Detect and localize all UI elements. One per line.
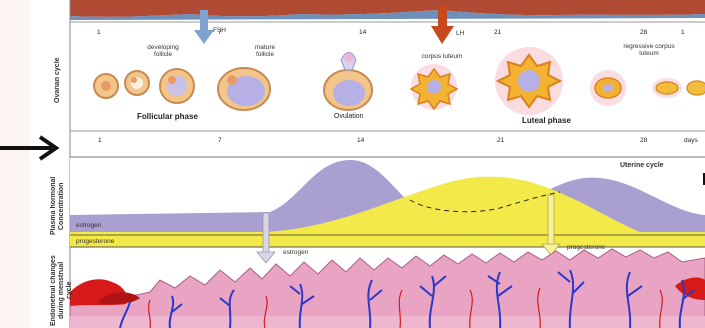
ovarian-day-tick: 1 <box>681 29 685 36</box>
ovarian-day-tick: 14 <box>359 29 366 36</box>
day-axis-unit: days <box>684 137 698 144</box>
regressive-corpus-luteum-3-icon <box>687 81 705 95</box>
left-margin-strip <box>0 0 30 328</box>
day-axis-tick: 1 <box>98 137 102 144</box>
day-axis-tick: 7 <box>218 137 222 144</box>
corpus-luteum-2-icon <box>495 47 563 115</box>
plasma-concentration-side-label: Plasma hormonal Concentration <box>50 170 66 242</box>
endometrium-tissue <box>70 249 705 328</box>
developing-follicle-label: developing follicle <box>138 44 188 58</box>
estrogen-band-label: estrogen <box>76 222 101 229</box>
follicular-phase-label: Follicular phase <box>137 112 198 121</box>
corpus-luteum-1-icon <box>411 64 457 110</box>
ovarian-day-tick: 7 <box>218 29 222 36</box>
ovarian-day-tick: 1 <box>97 29 101 36</box>
ovarian-cycle-side-label: Ovarian cycle <box>54 45 62 115</box>
uterine-cycle-label: Uterine cycle <box>620 162 664 169</box>
regressive-corpus-luteum-label: regressive corpus luteum <box>618 43 680 57</box>
ovarian-day-tick: 28 <box>640 29 647 36</box>
regressive-corpus-luteum-2-icon <box>652 78 682 98</box>
luteal-phase-label: Luteal phase <box>522 116 571 125</box>
ovulation-follicle-icon <box>324 53 372 111</box>
corpus-luteum-label: corpus luteum <box>412 53 472 60</box>
day-axis-tick: 28 <box>640 137 647 144</box>
lh-label: LH <box>456 30 464 37</box>
developing-follicle-3-icon <box>160 69 194 103</box>
estrogen-arrow-label: estrogen <box>283 249 308 256</box>
ovulation-label: Ovulation <box>334 113 364 120</box>
day-axis-tick: 21 <box>497 137 504 144</box>
developing-follicle-1-icon <box>94 74 118 98</box>
endometrium-side-label: Endometrial changes during menstrual cyc… <box>50 253 66 328</box>
mature-follicle-icon <box>218 68 270 110</box>
day-axis-tick: 14 <box>357 137 364 144</box>
gonadotropin-band <box>70 0 705 22</box>
progesterone-arrow-label: progesterone <box>567 244 605 251</box>
regressive-corpus-luteum-1-icon <box>590 70 626 106</box>
progesterone-band-label: progesterone <box>76 238 114 245</box>
ovarian-day-tick: 21 <box>494 29 501 36</box>
mature-follicle-label: mature follicle <box>245 44 285 58</box>
developing-follicle-2-icon <box>125 71 149 95</box>
